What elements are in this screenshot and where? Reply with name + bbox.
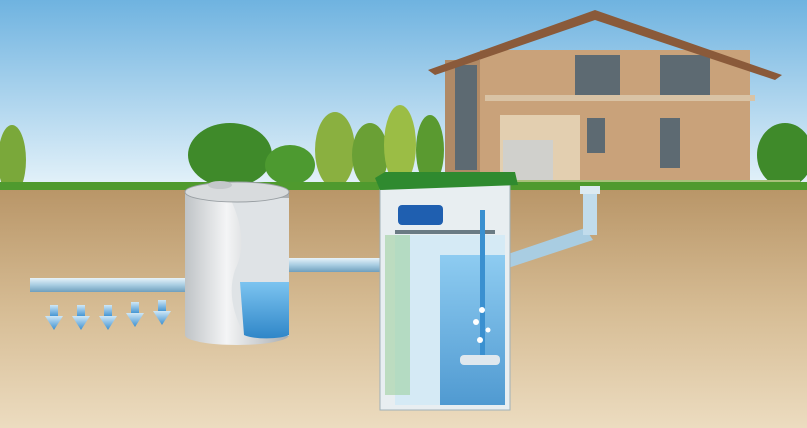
arrow-down-icon — [99, 305, 117, 330]
treatment-tank — [375, 172, 518, 411]
drain-arrows — [45, 300, 171, 330]
trees — [0, 105, 807, 195]
arrow-down-icon — [72, 305, 90, 330]
arrow-down-icon — [153, 300, 171, 325]
arrow-down-icon — [126, 302, 144, 327]
pipes — [30, 186, 600, 292]
house — [420, 10, 800, 190]
arrow-down-icon — [45, 305, 63, 330]
filtration-well — [184, 181, 290, 345]
